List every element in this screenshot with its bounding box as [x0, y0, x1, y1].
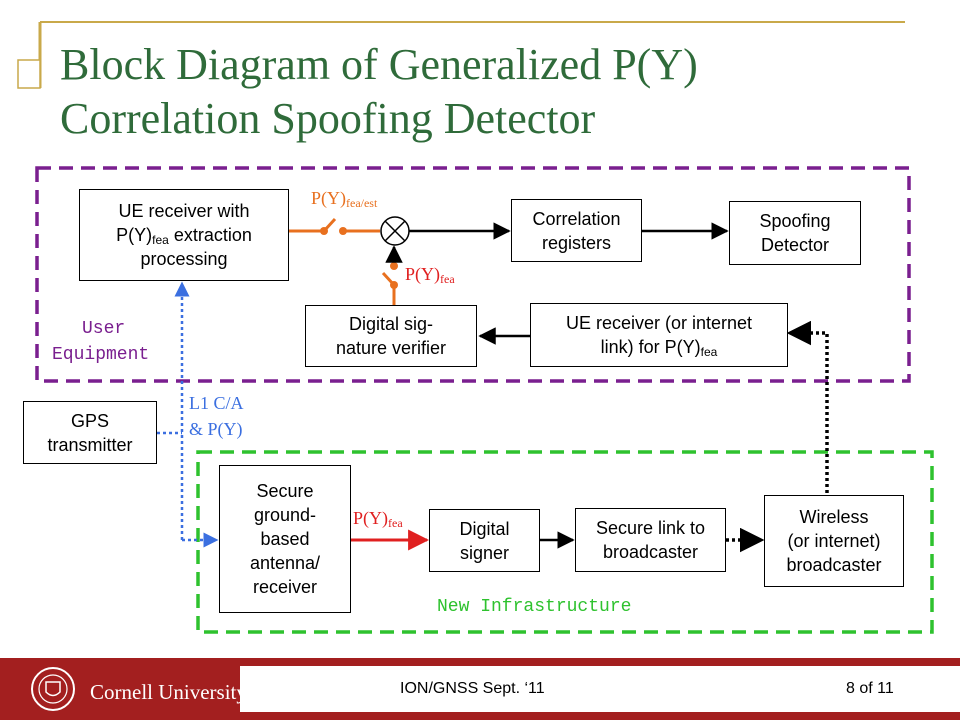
- footer-white-band: [240, 666, 960, 712]
- ue-link-line-2: link) for P(Y)fea: [600, 337, 718, 359]
- diagram-connectors: [35, 166, 934, 634]
- page-title: Block Diagram of Generalized P(Y) Correl…: [60, 38, 940, 146]
- secure-link-block: Secure link to broadcaster: [575, 508, 726, 572]
- ue-receiver-block: UE receiver with P(Y)fea extraction proc…: [79, 189, 289, 281]
- conference-label: ION/GNSS Sept. ‘11: [400, 680, 545, 697]
- gps-line-2: transmitter: [47, 434, 133, 455]
- ue-link-line-1: UE receiver (or internet: [565, 313, 753, 333]
- antenna-line-3: based: [260, 529, 310, 549]
- correlation-line-1: Correlation: [532, 208, 621, 229]
- user-equipment-region: [35, 166, 911, 383]
- wireless-dotted-link: [786, 320, 829, 493]
- ue-receiver-line-1: UE receiver with: [118, 201, 250, 221]
- verifier-line-1: Digital sig-: [348, 314, 434, 334]
- antenna-line-4: antenna/: [249, 553, 321, 573]
- spoofing-line-1: Spoofing: [759, 211, 831, 231]
- user-equipment-label: User Equipment: [52, 316, 149, 368]
- cornell-seal-icon: [31, 667, 75, 711]
- broadcaster-block: Wireless (or internet) broadcaster: [764, 495, 904, 587]
- new-infrastructure-label: New Infrastructure: [437, 597, 632, 617]
- user-line-2: Equipment: [52, 345, 150, 365]
- switch-blade-1: [322, 217, 337, 233]
- correlation-registers-block: Correlation registers: [511, 199, 642, 262]
- digital-signer-block: Digital signer: [429, 509, 540, 572]
- ue-receiver-line-2: P(Y)fea extraction: [116, 225, 252, 247]
- l1-line-1: L1 C/A: [189, 393, 244, 413]
- spoofing-detector-block: Spoofing Detector: [729, 201, 861, 265]
- frame-corner-square: [17, 59, 41, 89]
- signer-line-1: Digital: [459, 518, 510, 539]
- pfea-signer-label: P(Y)fea: [353, 508, 403, 530]
- antenna-line-1: Secure: [256, 481, 314, 501]
- antenna-line-5: receiver: [252, 577, 318, 597]
- signer-line-2: signer: [459, 542, 510, 563]
- page-number: 8 of 11: [846, 680, 894, 697]
- multiplier-cross-2: [384, 220, 406, 242]
- pfea-est-label: P(Y)fea/est: [311, 188, 378, 210]
- verifier-line-2: nature verifier: [335, 338, 447, 358]
- title-line-1: Block Diagram of Generalized P(Y): [60, 40, 698, 89]
- switch-contact-4: [390, 262, 398, 270]
- secure-link-line-2: broadcaster: [602, 542, 699, 562]
- ground-antenna-block: Secure ground- based antenna/ receiver: [219, 465, 351, 613]
- secure-link-line-1: Secure link to: [595, 518, 706, 538]
- signature-verifier-block: Digital sig- nature verifier: [305, 305, 477, 367]
- pfea-verifier-label: P(Y)fea: [405, 264, 455, 286]
- correlation-line-2: registers: [541, 232, 612, 253]
- user-line-1: User: [82, 319, 126, 339]
- l1-line-2: & P(Y): [189, 419, 243, 439]
- ue-receiver-line-3: processing: [140, 249, 228, 269]
- broadcaster-line-2: (or internet): [787, 531, 881, 551]
- new-infrastructure-region: [196, 450, 934, 634]
- gps-transmitter-block: GPS transmitter: [23, 401, 157, 464]
- switch-blade-2: [381, 271, 396, 287]
- title-line-2: Correlation Spoofing Detector: [60, 94, 596, 143]
- ue-link-block: UE receiver (or internet link) for P(Y)f…: [530, 303, 788, 367]
- university-name: Cornell University: [90, 680, 247, 704]
- broadcaster-line-1: Wireless: [799, 507, 869, 527]
- spoofing-line-2: Detector: [760, 235, 830, 255]
- broadcaster-line-3: broadcaster: [786, 555, 882, 575]
- footer-bar: Cornell University ION/GNSS Sept. ‘11 8 …: [0, 658, 960, 720]
- gps-line-1: GPS: [70, 410, 109, 431]
- antenna-line-2: ground-: [253, 505, 317, 525]
- l1-ca-label: L1 C/A & P(Y): [189, 390, 244, 442]
